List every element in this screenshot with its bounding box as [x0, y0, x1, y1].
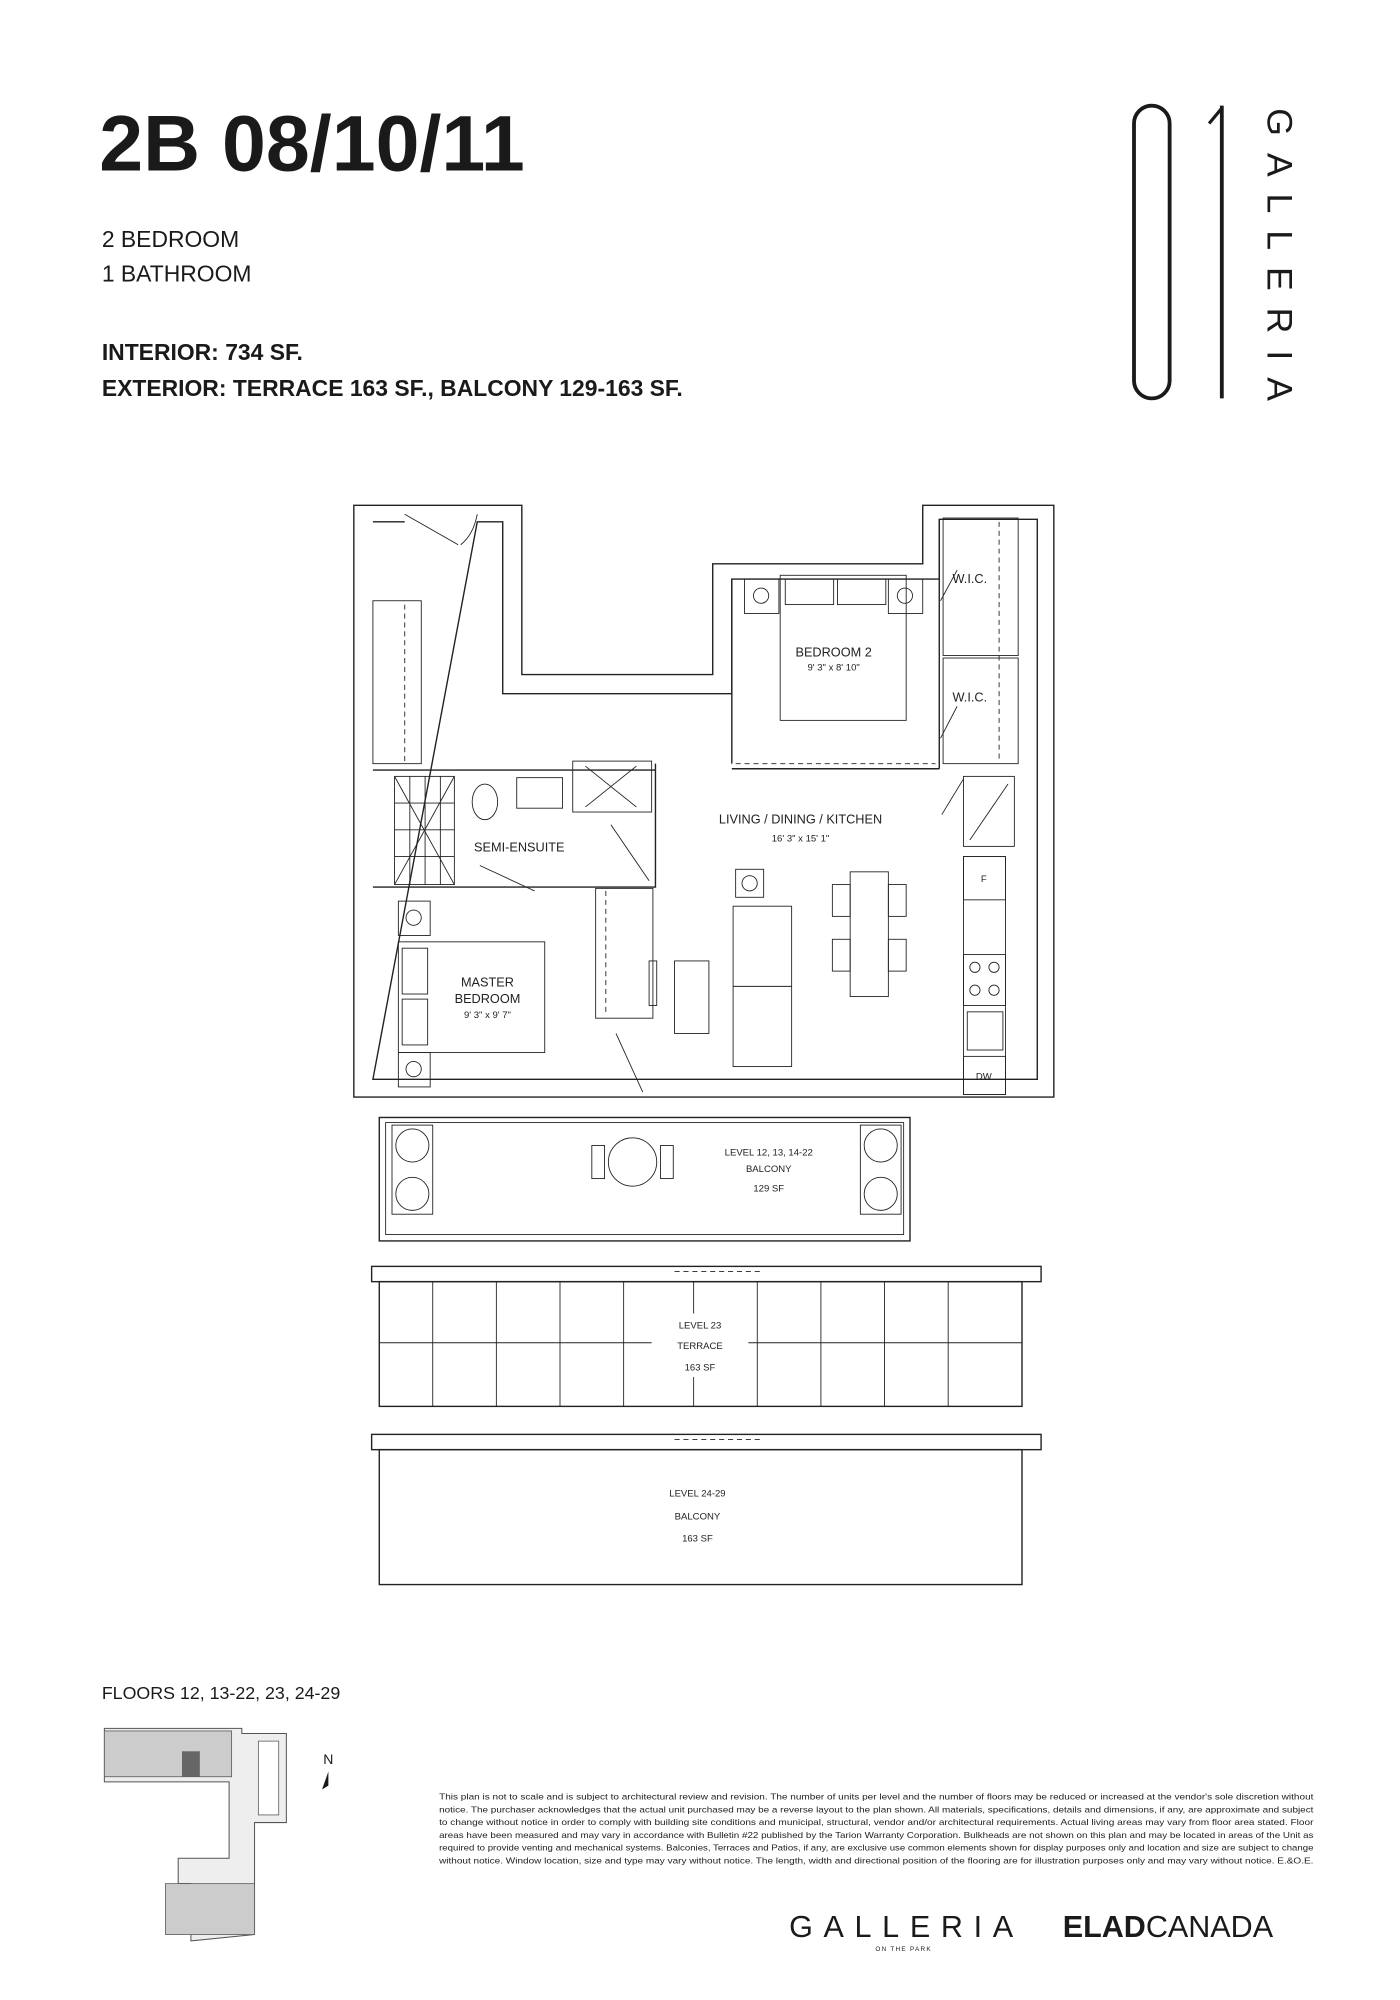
interior-area: INTERIOR: 734 SF.	[102, 339, 303, 365]
svg-text:notice. The purchaser acknowle: notice. The purchaser acknowledges that …	[439, 1804, 1314, 1814]
fridge-label: F	[981, 874, 987, 885]
washer-dryer	[963, 775, 1015, 847]
balcony2-level: LEVEL 24-29	[669, 1489, 725, 1500]
north-label: N	[323, 1751, 333, 1767]
terrace-area: 163 SF	[685, 1363, 716, 1374]
exterior-area: EXTERIOR: TERRACE 163 SF., BALCONY 129-1…	[102, 375, 683, 401]
shower	[394, 775, 455, 886]
disclaimer: This plan is not to scale and is subject…	[438, 1792, 1314, 1866]
terrace-level: LEVEL 23	[679, 1321, 722, 1332]
terrace-type: TERRACE	[677, 1341, 723, 1352]
svg-text:This plan is not to scale and: This plan is not to scale and is subject…	[439, 1792, 1314, 1802]
wic-label-1: W.I.C.	[953, 571, 988, 586]
balcony1-level: LEVEL 12, 13, 14-22	[725, 1148, 813, 1159]
unit-title: 2B 08/10/11	[99, 100, 525, 188]
bedroom-count: 2 BEDROOM	[102, 226, 239, 252]
svg-text:without notice. Window locatio: without notice. Window location, size an…	[438, 1855, 1314, 1865]
fridge	[963, 856, 1006, 901]
galleria-01-logo: GALLERIA	[1132, 103, 1300, 401]
master-closet	[595, 887, 654, 1019]
north-arrow-icon	[322, 1771, 329, 1790]
svg-text:to change without notice in or: to change without notice in order to com…	[439, 1817, 1314, 1827]
svg-text:required to provide venting an: required to provide venting and mechanic…	[439, 1843, 1314, 1853]
dishwasher	[963, 1055, 1006, 1096]
toilet	[471, 783, 499, 821]
bedroom2-size: 9' 3" x 8' 10"	[807, 663, 859, 674]
balcony2-area: 163 SF	[682, 1533, 713, 1544]
elad-canada-logo: ELADCANADA	[1063, 1910, 1274, 1944]
ensuite-label: SEMI-ENSUITE	[474, 839, 564, 854]
master-label-2: BEDROOM	[455, 991, 521, 1006]
bedroom2-label: BEDROOM 2	[795, 645, 871, 660]
bathroom-count: 1 BATHROOM	[102, 260, 252, 286]
bedroom2-bed	[779, 574, 907, 721]
master-size: 9' 3" x 9' 7"	[464, 1010, 511, 1021]
tv	[648, 960, 658, 1006]
stove	[963, 954, 1006, 1006]
unit-plan	[353, 504, 1055, 1098]
balcony-level-24-29	[370, 1433, 1042, 1586]
balcony1-type: BALCONY	[746, 1164, 792, 1175]
dining-table	[849, 871, 889, 998]
balcony1-area: 129 SF	[753, 1183, 784, 1194]
galleria-logo-sub: ON THE PARK	[875, 1946, 932, 1953]
balcony-level-12-22	[378, 1116, 911, 1242]
svg-text:GALLERIA: GALLERIA	[1260, 108, 1300, 401]
svg-text:areas have been measured and m: areas have been measured and may vary in…	[439, 1830, 1313, 1840]
galleria-logo: GALLERIA	[789, 1910, 1014, 1944]
balcony2-type: BALCONY	[675, 1512, 721, 1523]
kitchen-sink	[966, 1011, 1004, 1051]
living-size: 16' 3" x 15' 1"	[772, 833, 830, 844]
floors-label: FLOORS 12, 13-22, 23, 24-29	[102, 1683, 341, 1703]
dishwasher-label: DW	[976, 1071, 992, 1082]
master-label-1: MASTER	[461, 974, 514, 989]
wic-label-2: W.I.C.	[953, 689, 988, 704]
coffee-table	[674, 960, 710, 1034]
living-label: LIVING / DINING / KITCHEN	[719, 811, 882, 826]
master-bed	[397, 941, 546, 1054]
key-plan	[103, 1727, 287, 1942]
bath-sink	[516, 777, 563, 809]
